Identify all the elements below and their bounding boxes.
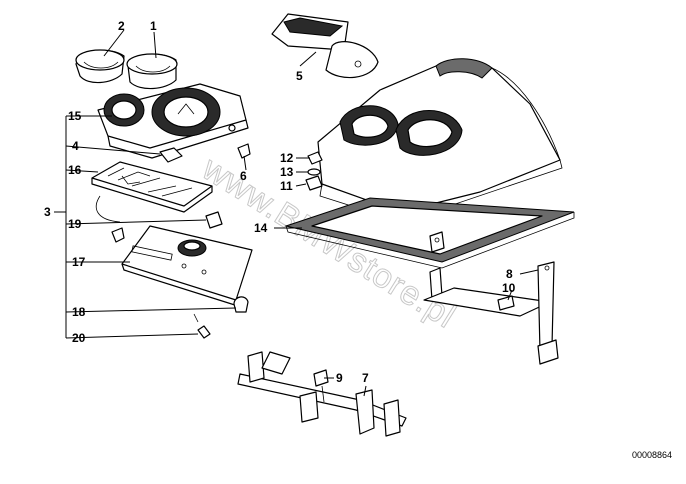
bolt-9 bbox=[313, 369, 329, 403]
callout-17: 17 bbox=[72, 255, 86, 269]
callout-1: 1 bbox=[150, 19, 157, 33]
clip-6 bbox=[237, 143, 251, 159]
callout-labels: 2 1 5 15 4 6 16 3 19 17 18 20 12 13 11 1… bbox=[44, 19, 516, 385]
speed-nut-11 bbox=[305, 175, 323, 191]
bracket-strip-8 bbox=[537, 261, 559, 365]
clip-18 bbox=[233, 296, 249, 313]
air-vent-5 bbox=[271, 13, 379, 79]
rotary-knob-1 bbox=[126, 53, 178, 90]
callout-5: 5 bbox=[296, 69, 303, 83]
center-console-cover bbox=[317, 58, 563, 223]
callout-15: 15 bbox=[68, 109, 82, 123]
callout-12: 12 bbox=[280, 151, 294, 165]
callout-6: 6 bbox=[240, 169, 247, 183]
leader-lines bbox=[54, 29, 539, 397]
control-panel-housing-15 bbox=[97, 83, 249, 159]
nut-10 bbox=[497, 295, 515, 311]
callout-3: 3 bbox=[44, 205, 51, 219]
circuit-board-16 bbox=[91, 161, 213, 223]
callout-9: 9 bbox=[336, 371, 343, 385]
callout-8: 8 bbox=[506, 267, 513, 281]
callout-13: 13 bbox=[280, 165, 294, 179]
callout-19: 19 bbox=[68, 217, 82, 231]
screw-20 bbox=[193, 313, 211, 339]
connector-19 bbox=[111, 211, 223, 243]
callout-4: 4 bbox=[72, 139, 79, 153]
lower-rail-bracket-7 bbox=[237, 351, 407, 437]
callout-18: 18 bbox=[72, 305, 86, 319]
mounting-bracket bbox=[423, 231, 551, 317]
callout-16: 16 bbox=[68, 163, 82, 177]
nut-12 bbox=[307, 151, 323, 165]
callout-2: 2 bbox=[118, 19, 125, 33]
callout-20: 20 bbox=[72, 331, 86, 345]
bulb-holder-4 bbox=[159, 147, 183, 163]
callout-14: 14 bbox=[254, 221, 268, 235]
panel-plate-17 bbox=[121, 225, 253, 307]
washer-13 bbox=[307, 168, 321, 176]
callout-7: 7 bbox=[362, 371, 369, 385]
reference-code: 00008864 bbox=[632, 450, 672, 460]
gasket-frame-14 bbox=[284, 197, 575, 269]
callout-11: 11 bbox=[280, 179, 293, 193]
rotary-knob-2 bbox=[75, 49, 125, 84]
callout-10: 10 bbox=[502, 281, 516, 295]
